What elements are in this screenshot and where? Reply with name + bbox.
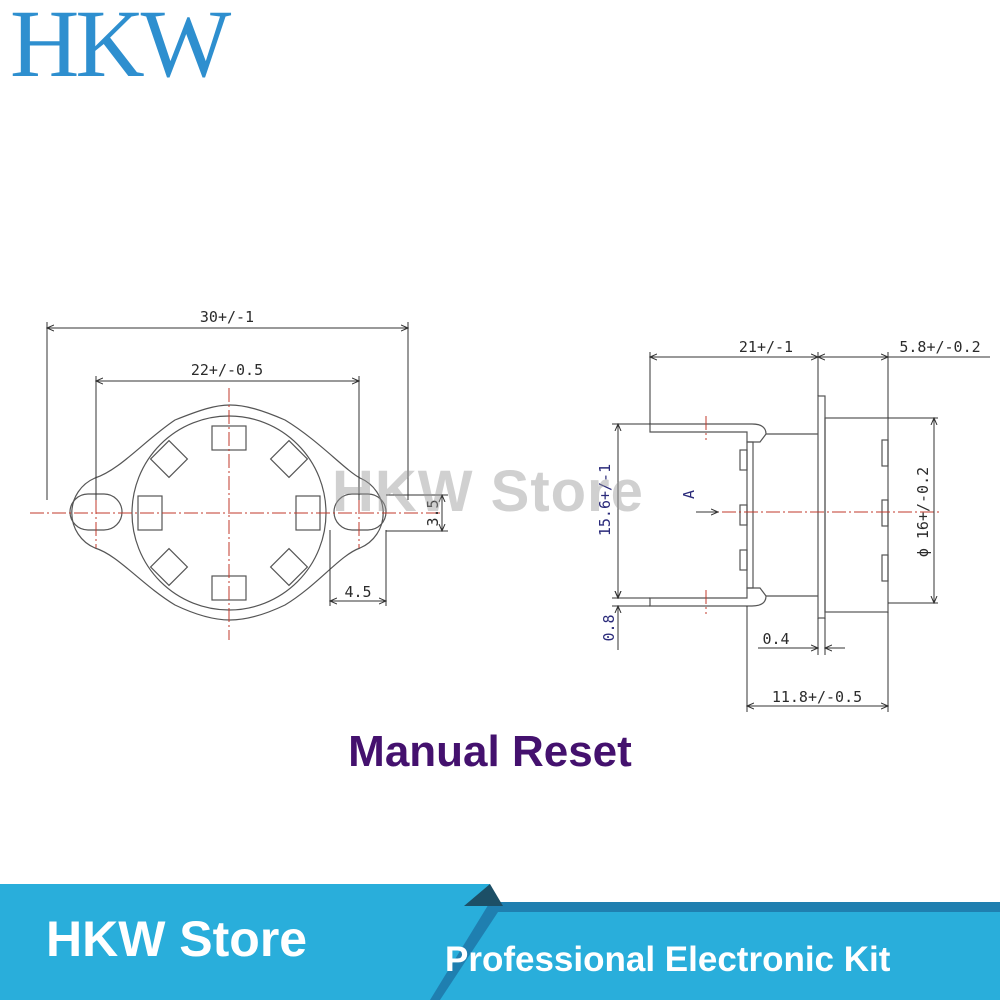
- side-view: [649, 395, 889, 619]
- section-marker: A: [680, 490, 698, 499]
- right-slot: [333, 493, 387, 531]
- dim-slot-width: 3.5: [424, 499, 442, 526]
- dim-lead-thickness: 0.8: [600, 614, 618, 641]
- store-banner: [0, 884, 1000, 1000]
- dim-body-length: 11.8+/-0.5: [772, 688, 862, 706]
- terminal-post: [746, 441, 754, 589]
- brand-logo: HKW: [10, 0, 231, 97]
- lower-lead: [649, 587, 767, 607]
- dim-lead-spacing: 15.6+/-1: [596, 464, 614, 536]
- upper-lead: [649, 423, 767, 443]
- flange-outline: [71, 404, 384, 621]
- watermark: HKW Store: [332, 459, 644, 524]
- dim-hole-spacing: 22+/-0.5: [191, 361, 263, 379]
- dim-flange-thickness: 0.4: [762, 630, 789, 648]
- dim-slot-length: 4.5: [344, 583, 371, 601]
- dim-lead-length: 21+/-1: [739, 338, 793, 356]
- banner-tagline: Professional Electronic Kit: [445, 940, 891, 979]
- dim-diameter: ϕ 16+/-0.2: [914, 467, 932, 557]
- flange: [817, 395, 826, 619]
- banner-store-name: HKW Store: [46, 911, 308, 967]
- caption-title: Manual Reset: [348, 727, 632, 776]
- dim-overall-width: 30+/-1: [200, 308, 254, 326]
- dim-body-height: 5.8+/-0.2: [899, 338, 980, 356]
- body: [824, 417, 889, 613]
